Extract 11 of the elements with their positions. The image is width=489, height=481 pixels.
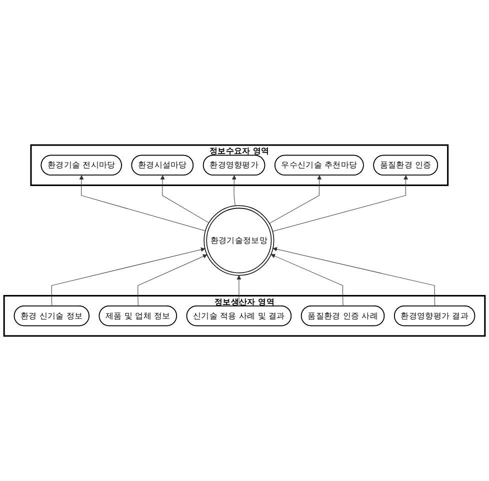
arrow <box>51 247 206 306</box>
arrow <box>160 175 210 224</box>
arrow <box>236 275 242 306</box>
arrow <box>272 175 408 232</box>
arrow <box>138 254 208 306</box>
arrow <box>269 175 322 224</box>
arrow <box>272 247 436 306</box>
arrow <box>232 175 236 206</box>
arrow <box>270 254 344 306</box>
arrow <box>79 175 206 232</box>
node-circle: 환경기술정보망 <box>204 205 274 276</box>
